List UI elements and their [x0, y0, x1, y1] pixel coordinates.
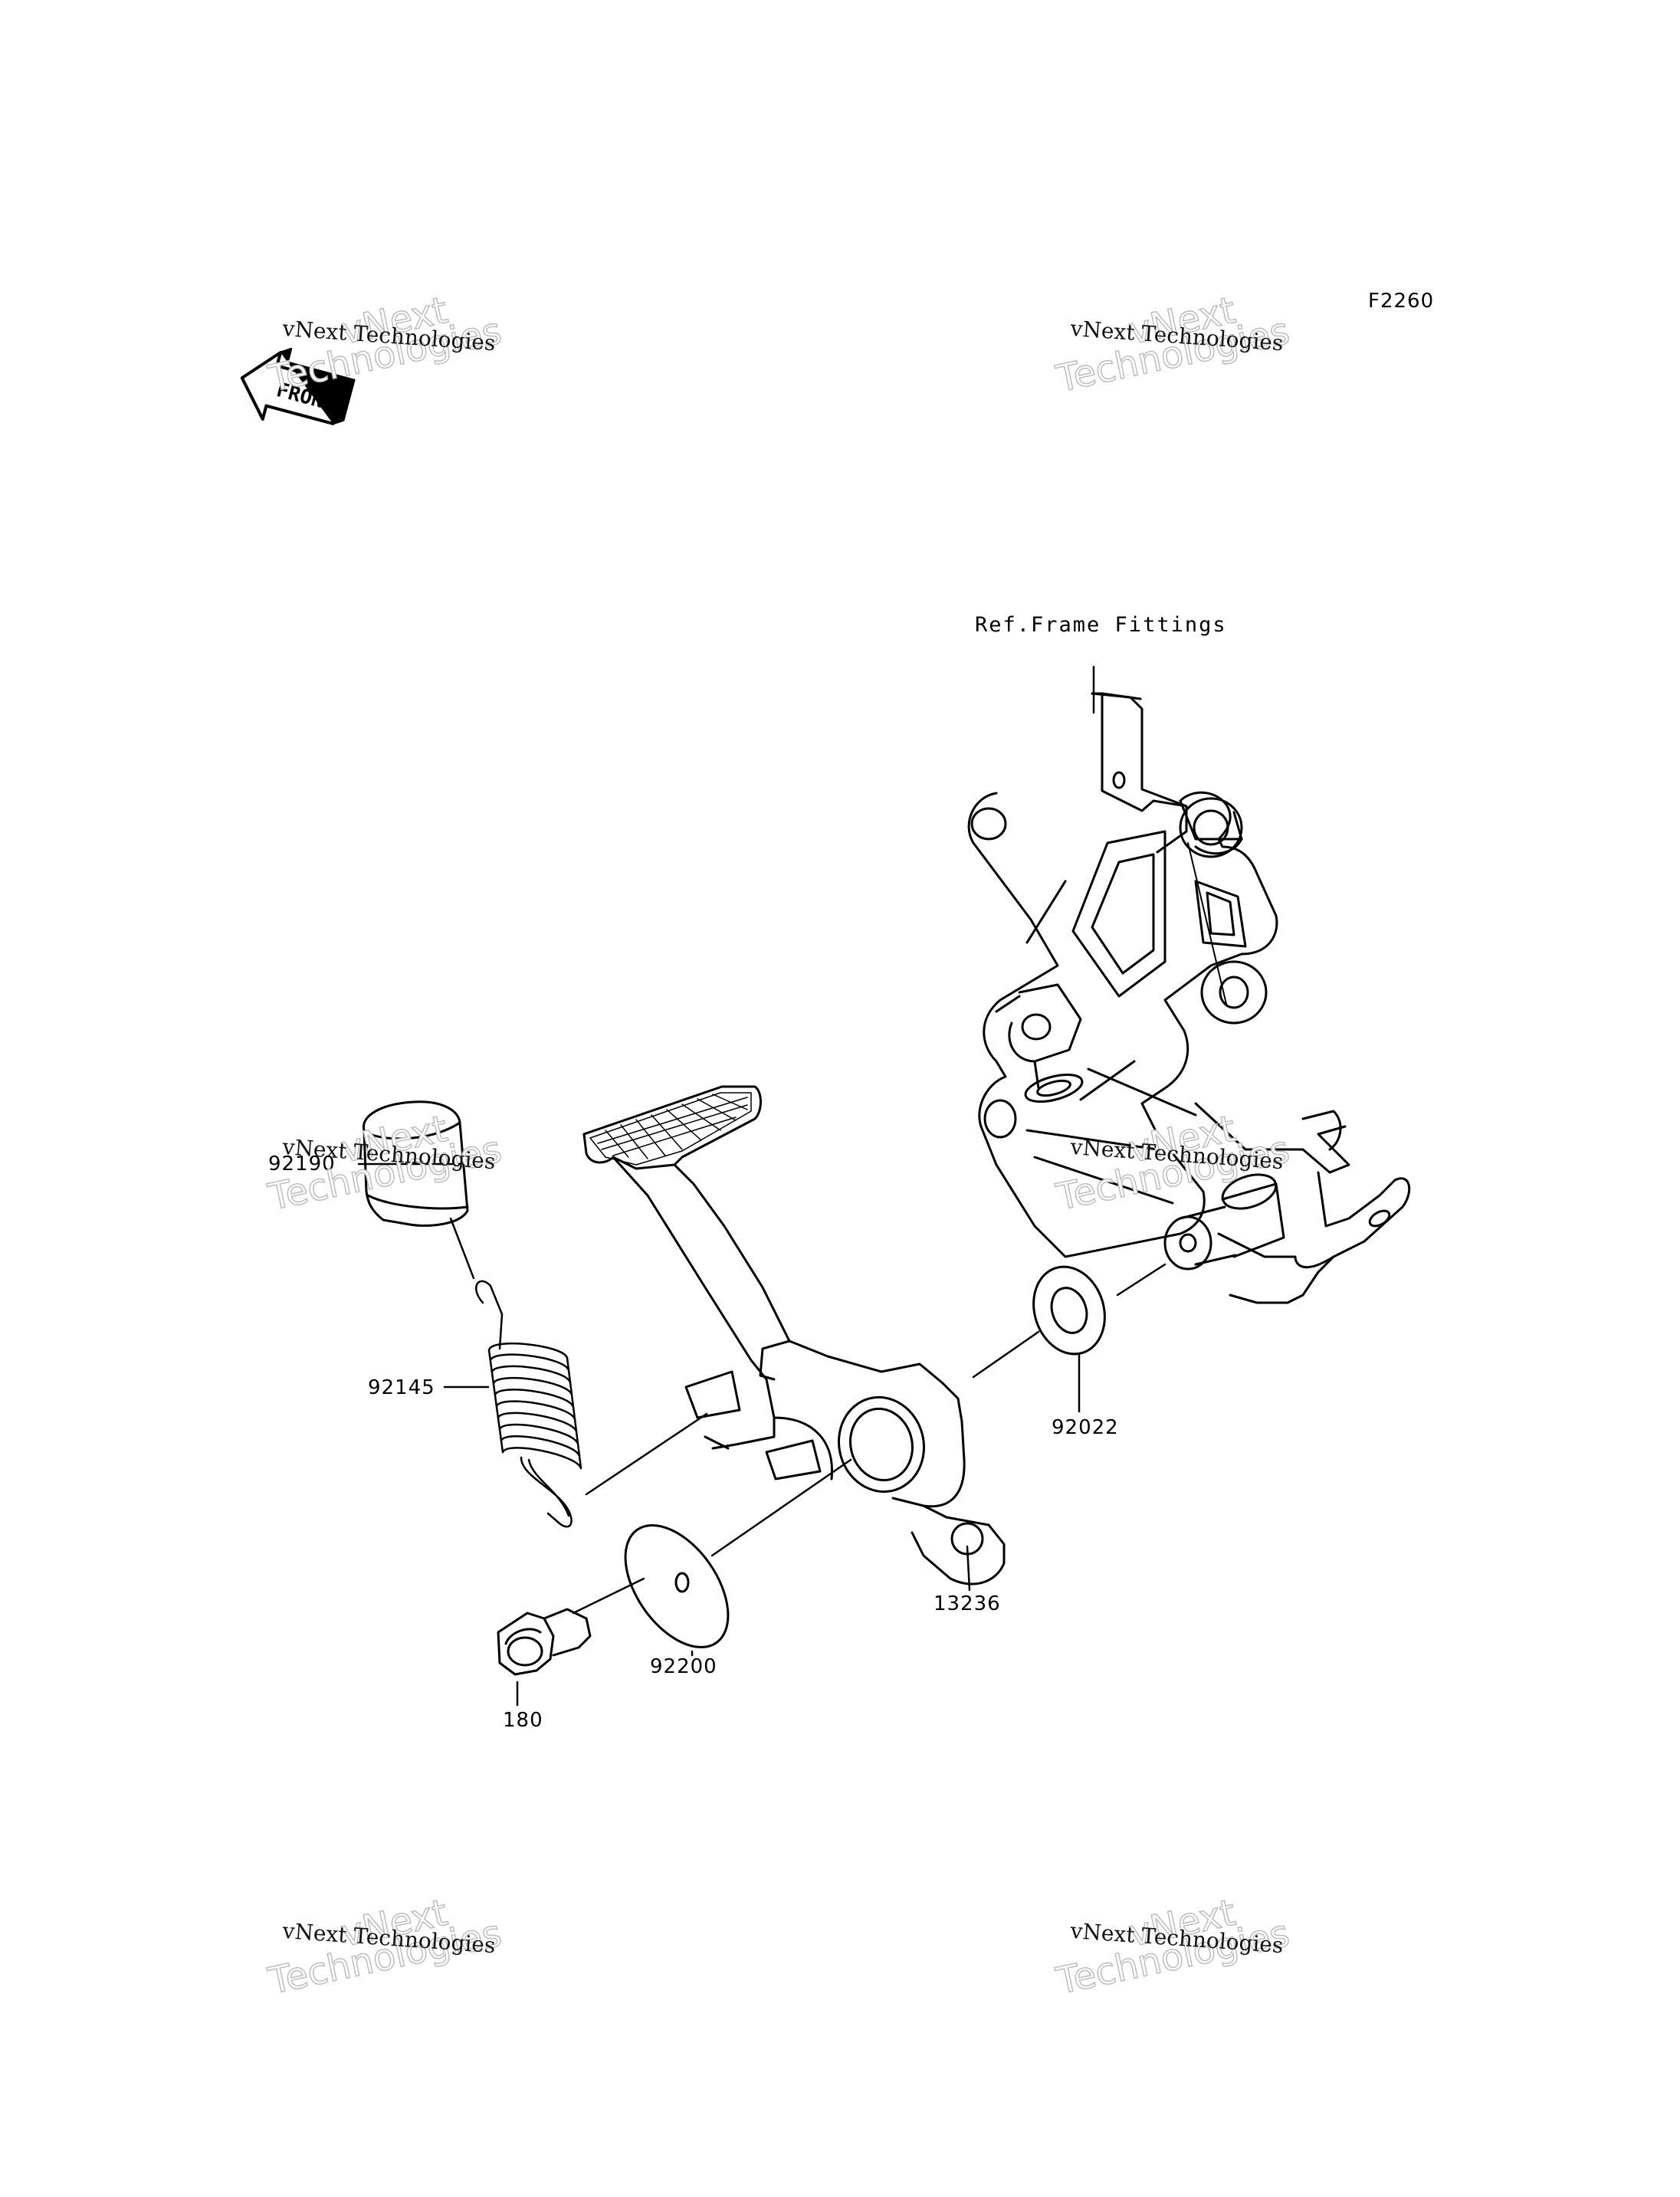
part-number-92200: 92200: [650, 1655, 717, 1678]
part-number-13236: 13236: [934, 1592, 1001, 1615]
diagram-code: F2260: [1368, 290, 1435, 313]
brake-pedal-13236: [582, 1085, 1006, 1585]
spring-92145: [475, 1280, 582, 1528]
part-number-92190: 92190: [268, 1153, 336, 1176]
pivot-bolt: [1163, 1173, 1285, 1271]
pedal-tread: [589, 1092, 752, 1166]
frame-bracket: [967, 692, 1411, 1304]
bolt-180: [497, 1608, 592, 1676]
assembly-lines: [357, 665, 1166, 1707]
front-arrow-icon: FRONT: [240, 347, 356, 425]
ref-frame-fittings-label: Ref.Frame Fittings: [975, 613, 1227, 637]
washer-92022: [1032, 1265, 1106, 1356]
part-number-180: 180: [503, 1709, 543, 1732]
part-number-92145: 92145: [368, 1376, 435, 1399]
washer-92200: [624, 1523, 730, 1649]
cap-92190: [363, 1100, 469, 1227]
part-number-92022: 92022: [1052, 1416, 1119, 1439]
